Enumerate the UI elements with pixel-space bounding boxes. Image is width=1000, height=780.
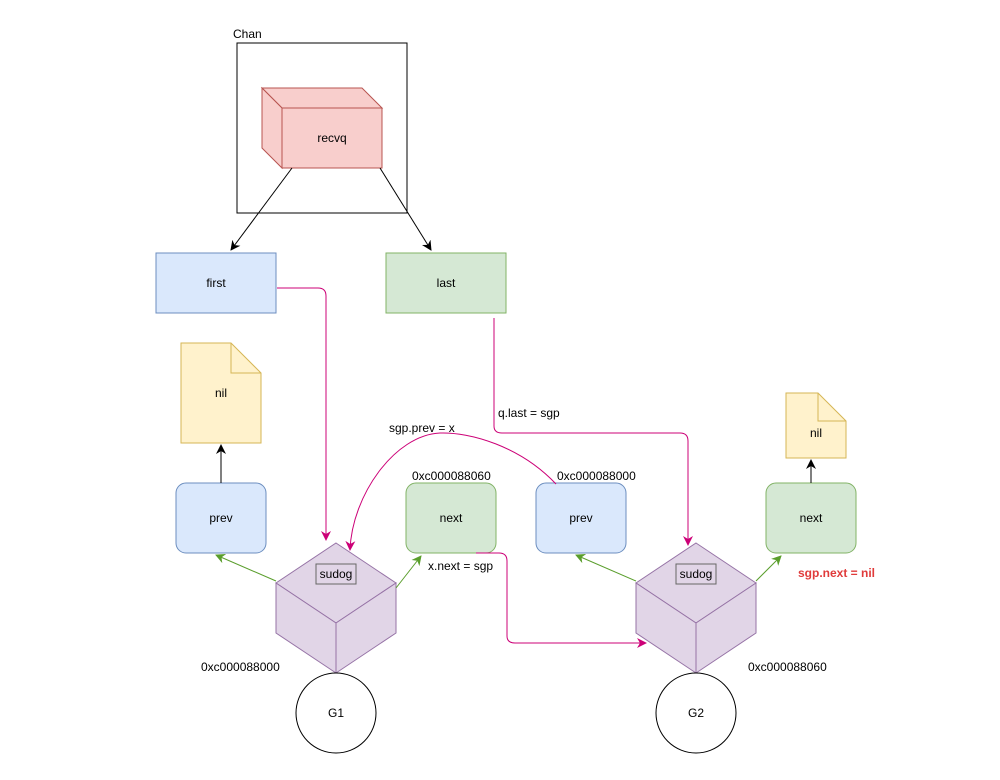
g1-next-label: next xyxy=(439,511,463,525)
chan-box xyxy=(236,42,408,214)
g1-goroutine-label: G1 xyxy=(327,706,344,720)
g2-prev-address: 0xc000088000 xyxy=(557,469,636,483)
g2-nil-label: nil xyxy=(809,426,822,440)
g1-address: 0xc000088000 xyxy=(201,660,280,674)
nil-note-g2 xyxy=(785,392,847,459)
g2-address: 0xc000088060 xyxy=(748,660,827,674)
recvq-to-first-arrow xyxy=(230,167,293,251)
sgp-prev-arrow xyxy=(345,432,557,551)
recvq-to-last-arrow xyxy=(379,167,432,251)
q-last-annotation: q.last = sgp xyxy=(498,406,560,420)
chan-title: Chan xyxy=(233,27,262,41)
g1-prev-label: prev xyxy=(209,511,233,525)
g2-circle xyxy=(655,672,737,754)
g1-sudog-cube xyxy=(275,542,397,674)
g1-next-box xyxy=(405,482,497,554)
g2-next-label: next xyxy=(799,511,823,525)
first-label: first xyxy=(206,276,226,290)
g1-circle xyxy=(295,672,377,754)
g2-sudog-cube xyxy=(635,542,757,674)
g1-cube-to-next-arrow xyxy=(395,555,422,589)
first-to-g1-arrow xyxy=(277,287,331,541)
g2-prev-label: prev xyxy=(569,511,593,525)
sgp-prev-annotation: sgp.prev = x xyxy=(389,421,455,435)
last-box xyxy=(385,252,507,314)
last-to-g2-arrow xyxy=(493,318,693,546)
g2-goroutine-label: G2 xyxy=(687,706,704,720)
g2-prev-box xyxy=(535,482,627,554)
x-next-annotation: x.next = sgp xyxy=(428,559,494,573)
recvq-label: recvq xyxy=(317,131,347,145)
sgp-next-annotation: sgp.next = nil xyxy=(798,566,876,580)
recvq-cube xyxy=(260,86,384,170)
g1-cube-to-prev-arrow xyxy=(215,553,277,582)
g1-nil-label: nil xyxy=(214,386,227,400)
g1-sudog-label: sudog xyxy=(319,567,353,581)
g1-next-address: 0xc000088060 xyxy=(412,469,491,483)
g2-cube-to-prev-arrow xyxy=(575,553,637,582)
g2-cube-to-next-arrow xyxy=(755,555,782,582)
nil-note-g1 xyxy=(180,342,262,444)
g2-sudog-label: sudog xyxy=(679,567,713,581)
x-next-arrow xyxy=(476,552,647,648)
first-box xyxy=(155,252,277,314)
last-label: last xyxy=(436,276,456,290)
